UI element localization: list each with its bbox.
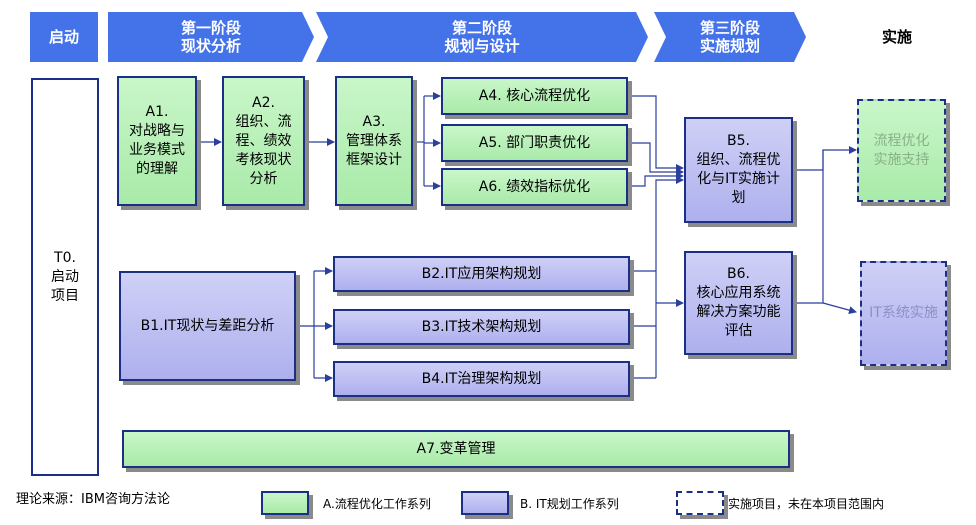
node-a6: A6. 绩效指标优化 [441, 168, 628, 206]
node-a7: A7.变革管理 [122, 430, 790, 468]
phase-2-subtitle: 规划与设计 [444, 37, 520, 55]
phase-3-subtitle: 实施规划 [699, 37, 760, 55]
legend-green-swatch [261, 491, 309, 515]
phase-3-chevron: 第三阶段 实施规划 [654, 12, 806, 62]
phase-1-chevron: 第一阶段 现状分析 [108, 12, 314, 62]
node-t0: T0. 启动 项目 [31, 78, 99, 476]
legend-dashed-swatch [676, 491, 724, 515]
phase-3-title: 第三阶段 [699, 19, 760, 37]
node-b2: B2.IT应用架构规划 [333, 256, 630, 292]
node-b4: B4.IT治理架构规划 [333, 361, 630, 397]
source-note: 理论来源：IBM咨询方法论 [16, 492, 170, 507]
legend-green-label: A.流程优化工作系列 [323, 497, 431, 511]
node-a1: A1. 对战略与 业务模式 的理解 [117, 76, 197, 206]
node-b6: B6. 核心应用系统 解决方案功能 评估 [684, 251, 793, 355]
phase-2-chevron: 第二阶段 规划与设计 [316, 12, 648, 62]
legend-dashed-label: 实施项目，未在本项目范围内 [728, 497, 885, 511]
node-b5: B5. 组织、流程优 化与IT实施计 划 [684, 117, 793, 223]
phase-1-subtitle: 现状分析 [180, 37, 241, 55]
legend-blue-label: B. IT规划工作系列 [520, 497, 619, 511]
node-a3: A3. 管理体系 框架设计 [335, 76, 413, 206]
legend-blue-swatch [461, 491, 509, 515]
phase-implementation: 实施 [881, 28, 912, 46]
node-b3: B3.IT技术架构规划 [333, 309, 630, 345]
phase-1-title: 第一阶段 [180, 19, 241, 37]
phase-kickoff: 启动 [30, 12, 98, 62]
node-impl-it: IT系统实施 [860, 261, 947, 366]
phase-kickoff-label: 启动 [48, 28, 79, 46]
node-b1: B1.IT现状与差距分析 [119, 271, 296, 381]
node-a4: A4. 核心流程优化 [441, 77, 628, 115]
node-impl-process: 流程优化 实施支持 [857, 99, 946, 202]
node-a5: A5. 部门职责优化 [441, 124, 628, 162]
node-a2: A2. 组织、流 程、绩效 考核现状 分析 [222, 76, 305, 206]
phase-2-title: 第二阶段 [451, 19, 512, 37]
